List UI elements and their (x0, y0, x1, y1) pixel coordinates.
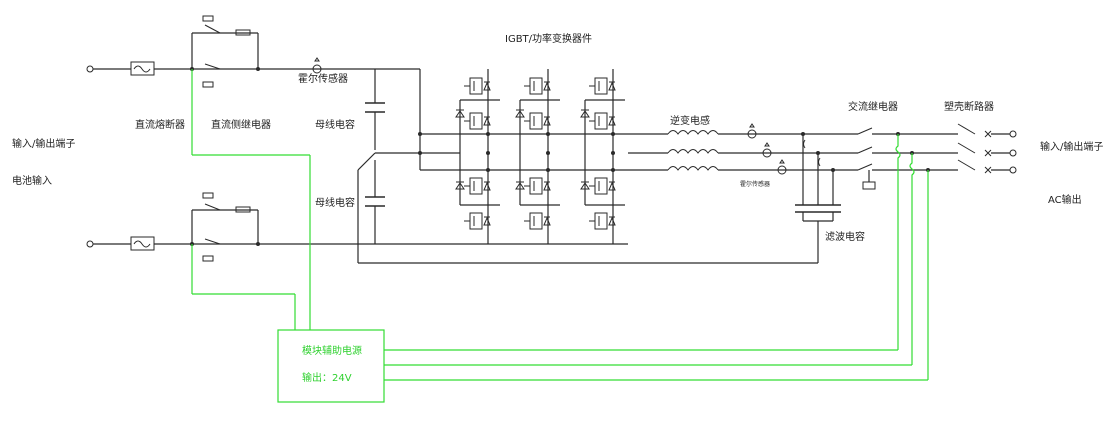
bus-capacitor-top (365, 69, 385, 150)
igbt-switch (589, 212, 616, 230)
igbt-switch (524, 212, 551, 230)
igbt-switch (589, 112, 616, 130)
igbt-switch (464, 177, 491, 195)
dc-relay-label: 直流侧继电器 (211, 118, 271, 131)
dc-input-bottom (86, 192, 628, 262)
igbt-switch (464, 212, 491, 230)
aux-power-wiring (191, 69, 929, 403)
igbt-switch (589, 77, 616, 95)
igbt-leg (580, 69, 625, 244)
igbt-leg (455, 69, 500, 244)
diode (515, 181, 525, 190)
ac-lines (718, 133, 858, 171)
igbt-switch (524, 177, 551, 195)
ac-relay (857, 127, 958, 190)
filter-cap-label: 滤波电容 (825, 230, 865, 243)
battery-input-label: 电池输入 (12, 174, 52, 187)
diode (455, 181, 465, 190)
io-terminal-left-label: 输入/输出端子 (12, 137, 75, 150)
igbt-switch (464, 112, 491, 130)
filter-capacitors (795, 132, 841, 222)
diode (580, 109, 590, 118)
bus-cap-top-label: 母线电容 (315, 118, 355, 131)
hall-sensors-ac (747, 123, 787, 175)
inverter-inductor-label: 逆变电感 (670, 114, 710, 127)
bus-cap-bottom-label: 母线电容 (315, 196, 355, 209)
diode (455, 109, 465, 118)
mccb-label: 塑壳断路器 (944, 100, 994, 113)
inverter-inductors (667, 130, 719, 171)
aux-power-output: 输出：24V (302, 371, 352, 384)
ac-output-label: AC输出 (1048, 193, 1082, 206)
dc-input-top (86, 15, 420, 88)
aux-power-title: 模块辅助电源 (302, 344, 362, 357)
diode (515, 109, 525, 118)
igbt-bridge (418, 69, 628, 244)
hall-sensor-ac-label: 霍尔传感器 (740, 180, 770, 188)
igbt-switch (464, 77, 491, 95)
igbt-switch (524, 77, 551, 95)
hall-sensor-top (312, 64, 322, 74)
hall-sensor-top-label: 霍尔传感器 (298, 72, 348, 85)
igbt-leg (515, 69, 560, 244)
igbt-title: IGBT/功率变换器件 (505, 32, 592, 45)
diode (580, 181, 590, 190)
aux-power-box (277, 329, 385, 403)
ac-phase-wiring (628, 133, 668, 171)
igbt-switch (589, 177, 616, 195)
bus-capacitor-bottom (365, 160, 385, 244)
ac-relay-label: 交流继电器 (848, 100, 898, 113)
io-terminal-right-label: 输入/输出端子 (1040, 140, 1103, 153)
igbt-switch (524, 112, 551, 130)
dc-fuse-label: 直流熔断器 (135, 118, 185, 131)
mccb-breaker (957, 123, 1017, 174)
